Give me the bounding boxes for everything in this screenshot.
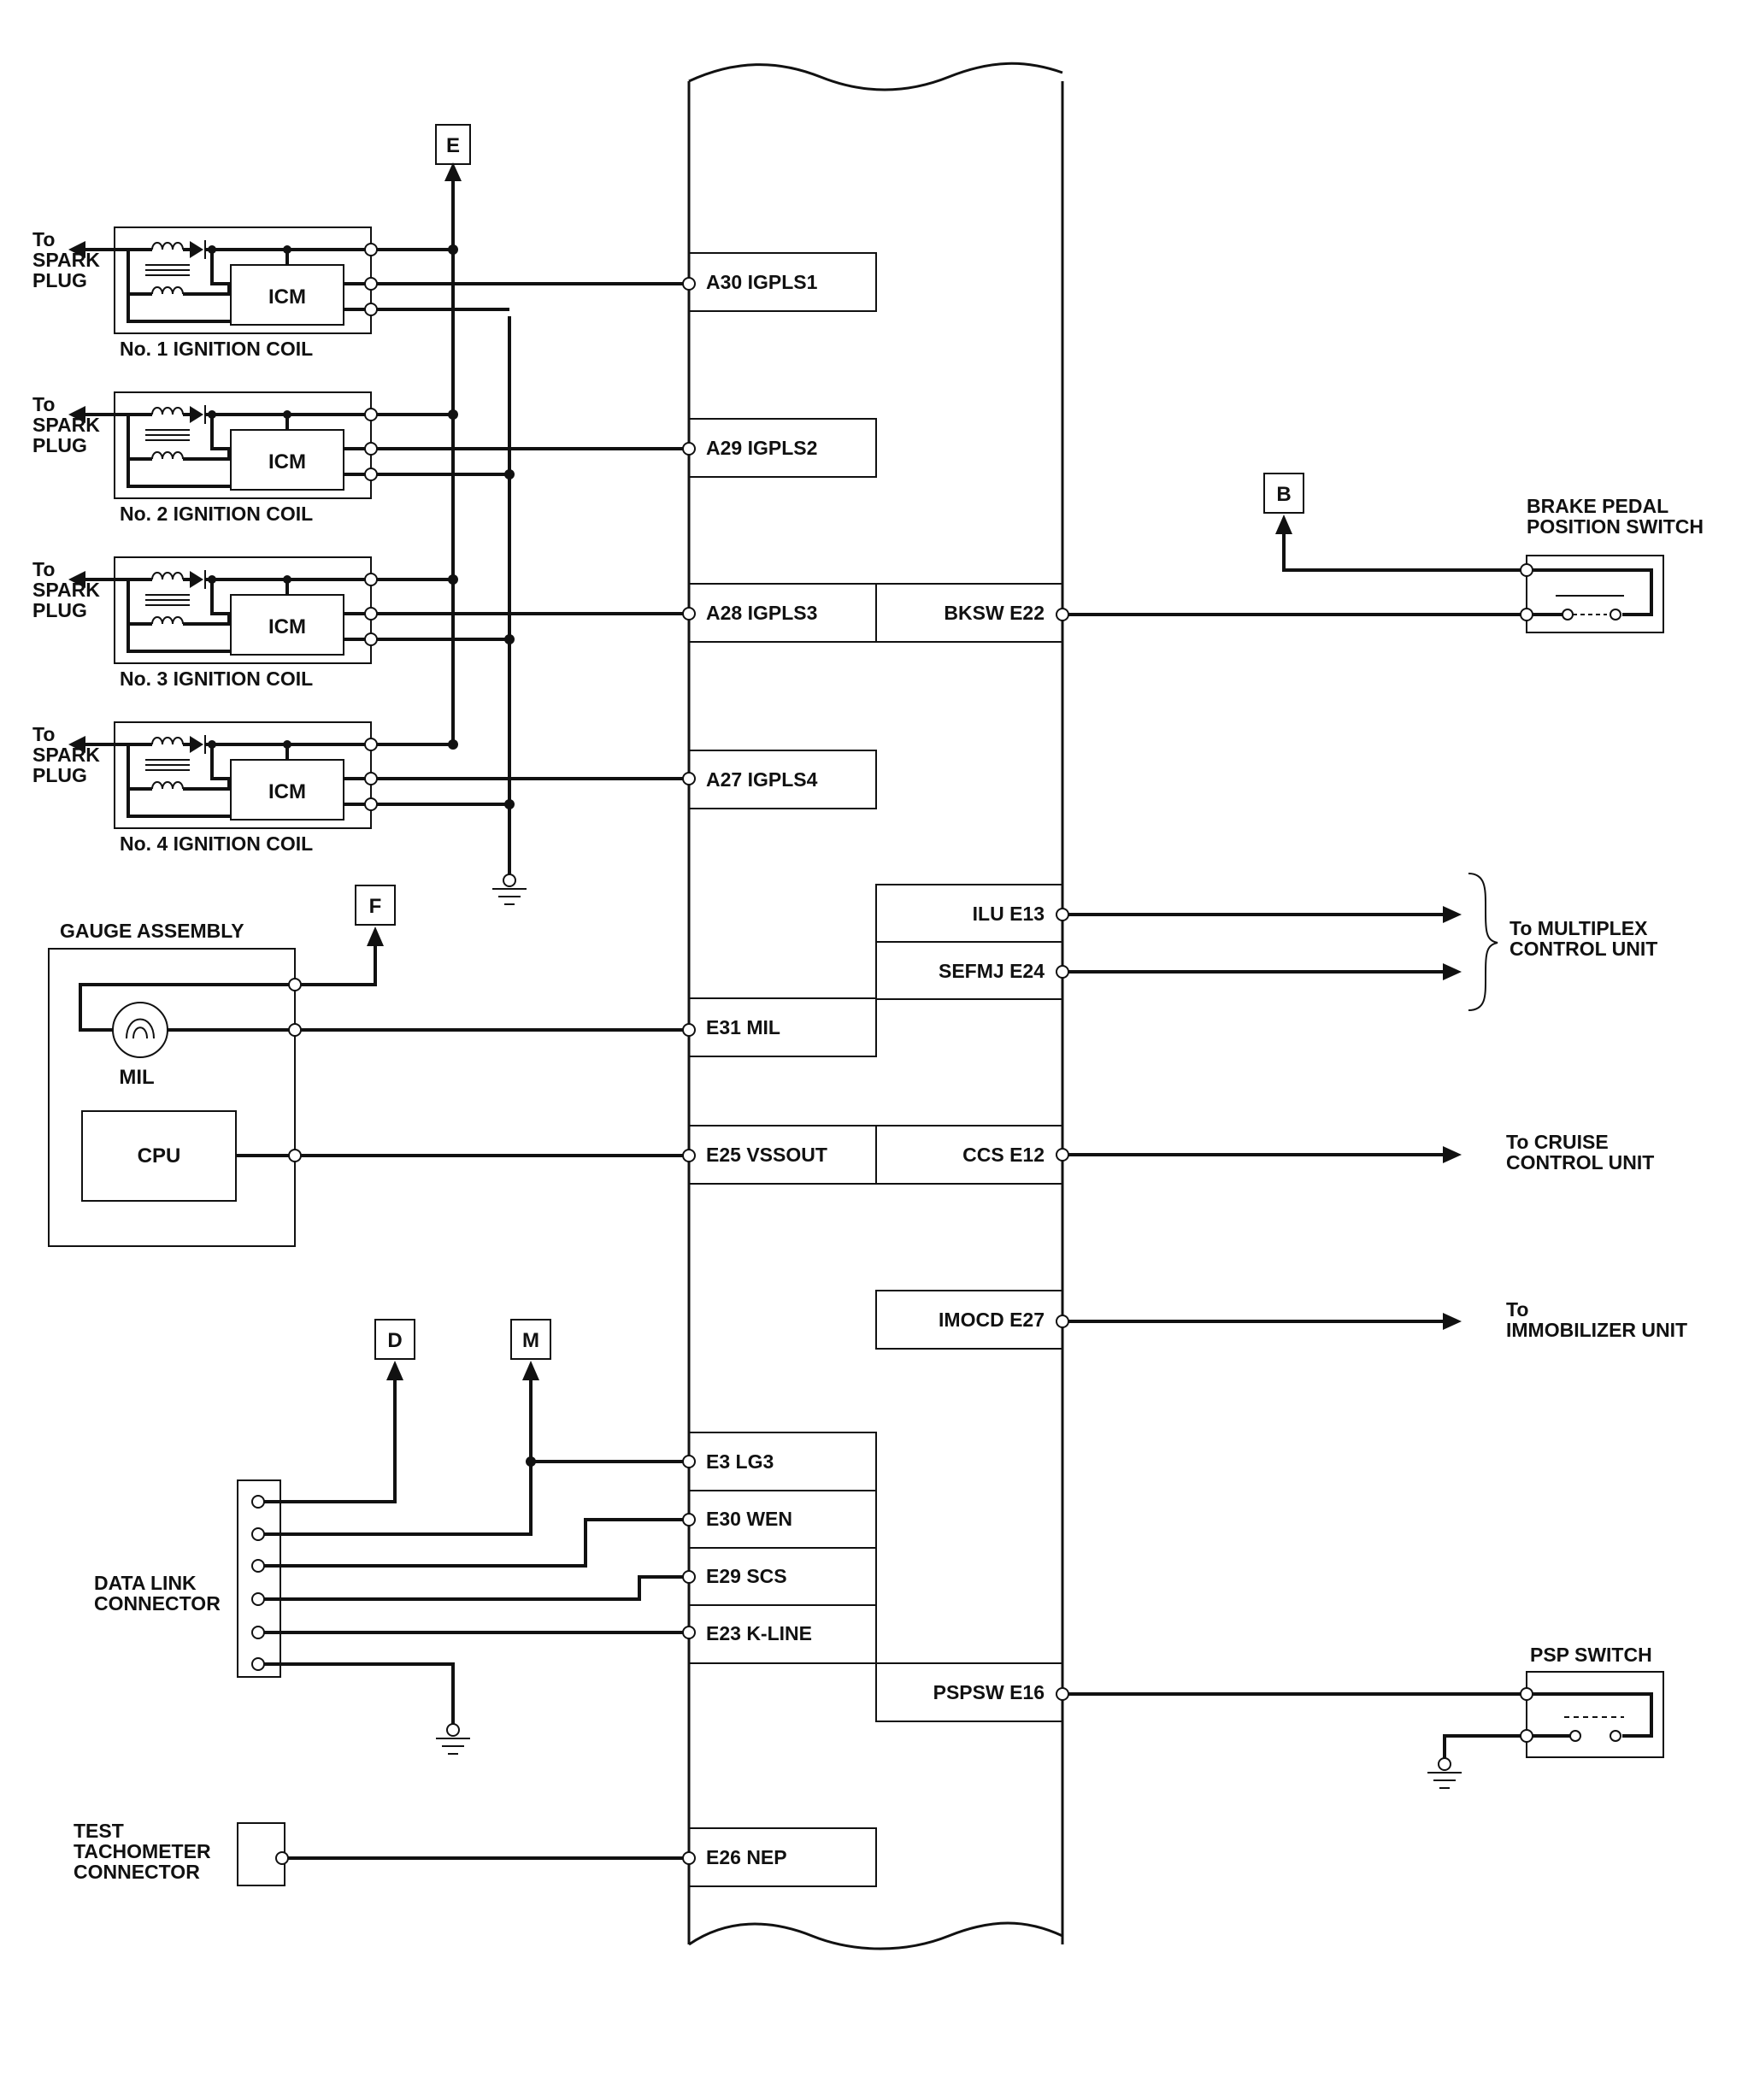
pin-a28: A28 IGPLS3 [706, 602, 817, 624]
pin-e24: SEFMJ E24 [939, 960, 1045, 982]
icm-label: ICM [268, 285, 306, 309]
tag-e: E [435, 124, 471, 181]
immobilizer-label-1: To [1506, 1298, 1528, 1321]
to-spark-label-to: To [32, 558, 55, 580]
pin-e13: ILU E13 [973, 903, 1045, 925]
ground-symbol [492, 874, 527, 905]
gauge-title: GAUGE ASSEMBLY [60, 920, 244, 942]
to-spark-label-spark: SPARK [32, 414, 100, 436]
multiplex-brace [1468, 873, 1498, 1011]
to-spark-label-plug: PLUG [32, 599, 87, 621]
pin-e22: BKSW E22 [944, 602, 1045, 624]
pin-a27: A27 IGPLS4 [706, 768, 818, 791]
svg-text:M: M [522, 1329, 539, 1352]
pin-e26: E26 NEP [706, 1846, 787, 1868]
coil-label: No. 1 IGNITION COIL [120, 338, 313, 360]
to-spark-label-plug: PLUG [32, 764, 87, 786]
tach-label-3: CONNECTOR [74, 1861, 200, 1883]
pin-e16: PSPSW E16 [933, 1681, 1045, 1703]
to-spark-label-plug: PLUG [32, 269, 87, 291]
to-spark-label-to: To [32, 723, 55, 745]
icm-label: ICM [268, 450, 306, 474]
svg-text:D: D [387, 1329, 402, 1352]
coil-label: No. 4 IGNITION COIL [120, 832, 313, 855]
tach-label-1: TEST [74, 1820, 124, 1842]
to-spark-label-to: To [32, 393, 55, 415]
brake-switch-label-2: POSITION SWITCH [1527, 515, 1704, 538]
dlc-label-1: DATA LINK [94, 1572, 197, 1594]
pin-e29: E29 SCS [706, 1565, 787, 1587]
data-link-connector: DATA LINK CONNECTOR [94, 1479, 281, 1678]
pin-e12: CCS E12 [962, 1144, 1045, 1166]
gauge-assembly: GAUGE ASSEMBLY CPU MIL [48, 920, 302, 1247]
pin-e23: E23 K-LINE [706, 1622, 812, 1644]
coil-label: No. 3 IGNITION COIL [120, 668, 313, 690]
cruise-label-1: To CRUISE [1506, 1131, 1609, 1153]
pin-e27: IMOCD E27 [939, 1309, 1045, 1331]
pin-e31: E31 MIL [706, 1016, 780, 1038]
icm-label: ICM [268, 780, 306, 803]
pin-e30: E30 WEN [706, 1508, 792, 1530]
test-tachometer-connector: TEST TACHOMETER CONNECTOR [74, 1820, 696, 1886]
tag-m: M [510, 1319, 551, 1380]
to-spark-label-spark: SPARK [32, 579, 100, 601]
coil-label: No. 2 IGNITION COIL [120, 503, 313, 525]
brake-switch-label-1: BRAKE PEDAL [1527, 495, 1668, 517]
to-spark-label-spark: SPARK [32, 249, 100, 271]
cpu-label: CPU [138, 1144, 181, 1168]
tach-label-2: TACHOMETER [74, 1840, 211, 1862]
ecm-pin-boxes-right [875, 583, 1062, 1722]
tag-f: F [355, 885, 396, 946]
to-spark-label-to: To [32, 228, 55, 250]
pin-a29: A29 IGPLS2 [706, 437, 817, 459]
multiplex-label-2: CONTROL UNIT [1510, 938, 1657, 960]
psp-switch-label: PSP SWITCH [1530, 1644, 1652, 1666]
immobilizer-label-2: IMMOBILIZER UNIT [1506, 1319, 1687, 1341]
svg-text:F: F [369, 895, 382, 918]
cruise-label-2: CONTROL UNIT [1506, 1151, 1654, 1174]
svg-text:E: E [446, 134, 460, 157]
psp-switch: PSP SWITCH [1427, 1644, 1664, 1789]
pin-e3: E3 LG3 [706, 1450, 774, 1473]
pin-e25: E25 VSSOUT [706, 1144, 827, 1166]
tag-b: B [1263, 473, 1304, 534]
svg-text:B: B [1276, 483, 1291, 506]
icm-label: ICM [268, 615, 306, 638]
multiplex-label-1: To MULTIPLEX [1510, 917, 1648, 939]
mil-label: MIL [119, 1066, 154, 1089]
to-spark-label-plug: PLUG [32, 434, 87, 456]
brake-pedal-position-switch: BRAKE PEDAL POSITION SWITCH [1520, 495, 1704, 633]
pin-a30: A30 IGPLS1 [706, 271, 818, 293]
dlc-label-2: CONNECTOR [94, 1592, 221, 1615]
to-spark-label-spark: SPARK [32, 744, 100, 766]
tag-d: D [374, 1319, 415, 1380]
